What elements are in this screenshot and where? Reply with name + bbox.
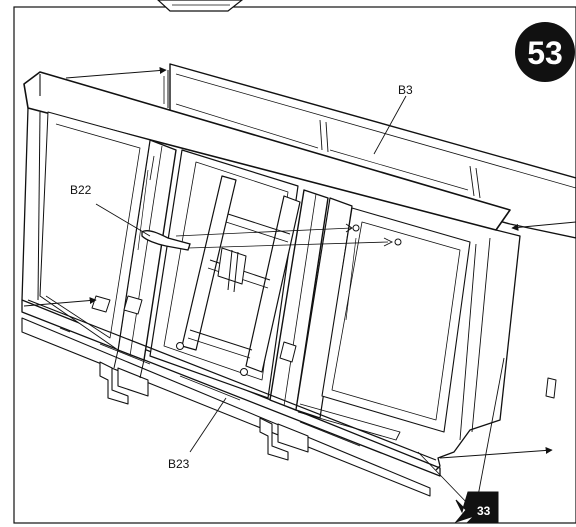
arrow-top-left	[65, 67, 167, 79]
previous-step-part-fragment	[157, 0, 243, 12]
leader-b22	[95, 203, 151, 237]
step-circle-icon	[515, 22, 575, 82]
part-b22-rod	[141, 223, 402, 251]
leader-step-ref-2	[477, 357, 505, 497]
star-badge-icon	[454, 491, 499, 524]
label-b22: B22	[70, 183, 92, 197]
front-frame-assembly	[21, 71, 557, 471]
panel-frame	[13, 6, 576, 524]
leader-lines	[95, 95, 505, 507]
arrow-right-top	[511, 221, 576, 231]
arrow-right-bottom	[439, 446, 553, 459]
label-b23: B23	[168, 457, 190, 471]
part-b3-back-panel	[163, 63, 576, 239]
leader-b3	[373, 95, 407, 155]
step-reference-badge: 33	[454, 491, 499, 524]
alignment-arrows	[23, 67, 576, 459]
step-number: 53	[527, 35, 563, 71]
leader-step-ref	[417, 451, 471, 507]
leader-b23	[189, 397, 227, 453]
step-number-badge: 53	[515, 22, 575, 82]
label-b3: B3	[398, 83, 413, 97]
step-reference-number: 33	[477, 504, 491, 518]
arrow-left-bottom	[23, 297, 97, 307]
